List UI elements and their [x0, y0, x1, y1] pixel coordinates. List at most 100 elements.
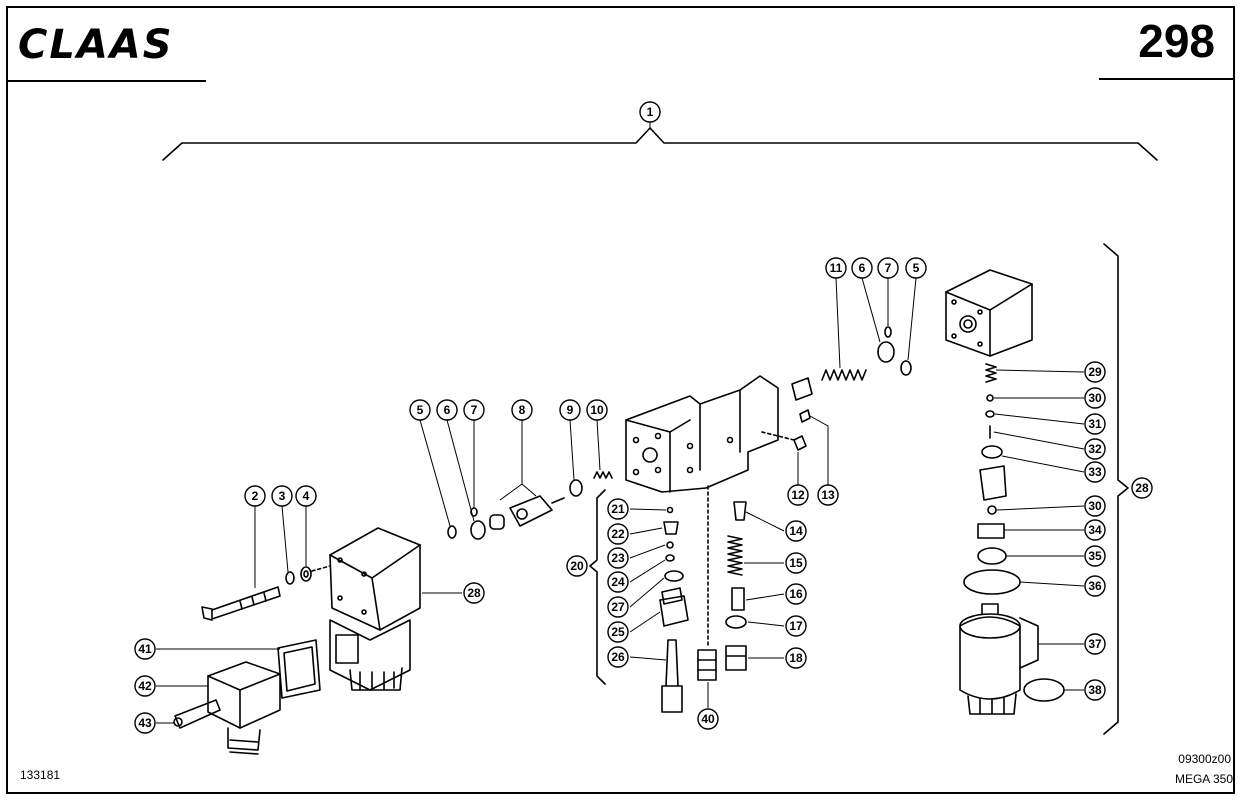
end-cover-block — [945, 269, 1033, 357]
callout-23: 23 — [607, 547, 629, 569]
callout-33: 33 — [1084, 461, 1106, 483]
svg-text:4: 4 — [303, 489, 310, 503]
callout-31: 31 — [1084, 413, 1106, 435]
callout-34: 34 — [1084, 519, 1106, 541]
spring-10 — [593, 471, 613, 479]
svg-text:30: 30 — [1088, 391, 1102, 405]
callout-9: 9 — [559, 399, 581, 421]
spool-part-8 — [489, 495, 565, 530]
spring-29 — [985, 363, 997, 383]
svg-text:26: 26 — [611, 650, 625, 664]
svg-text:12: 12 — [791, 488, 805, 502]
svg-text:18: 18 — [789, 651, 803, 665]
callout-36: 36 — [1084, 575, 1106, 597]
svg-text:31: 31 — [1088, 417, 1102, 431]
gasket-41 — [277, 639, 321, 699]
callout-29: 29 — [1084, 361, 1106, 383]
callout-20: 20 — [566, 555, 588, 577]
svg-text:40: 40 — [701, 712, 715, 726]
solenoid-coil-right — [959, 603, 1039, 715]
connector-plug — [207, 661, 281, 755]
svg-text:9: 9 — [567, 403, 574, 417]
svg-text:8: 8 — [519, 403, 526, 417]
svg-text:41: 41 — [138, 642, 152, 656]
pin-26 — [661, 639, 683, 713]
callout-40: 40 — [697, 708, 719, 730]
svg-text:2: 2 — [252, 489, 259, 503]
callout-8: 8 — [511, 399, 533, 421]
svg-text:14: 14 — [789, 524, 803, 538]
page-number-underline — [1099, 78, 1233, 80]
svg-text:3: 3 — [279, 489, 286, 503]
drawing-frame — [6, 6, 1235, 794]
callout-6: 6 — [436, 399, 458, 421]
svg-text:25: 25 — [611, 625, 625, 639]
callout-7: 7 — [463, 399, 485, 421]
callout-4: 4 — [295, 485, 317, 507]
callout-18: 18 — [785, 647, 807, 669]
callout-35: 35 — [1084, 545, 1106, 567]
callout-5: 5 — [409, 399, 431, 421]
callout-1: 1 — [639, 101, 661, 123]
svg-text:10: 10 — [590, 403, 604, 417]
solenoid-coil-left — [329, 527, 421, 691]
svg-text:15: 15 — [789, 556, 803, 570]
group-bracket-20 — [589, 489, 606, 685]
callout-12: 12 — [787, 484, 809, 506]
callout-27: 27 — [607, 596, 629, 618]
callout-25: 25 — [607, 621, 629, 643]
callout-30: 30 — [1084, 495, 1106, 517]
svg-text:21: 21 — [611, 502, 625, 516]
svg-text:43: 43 — [138, 716, 152, 730]
callout-3: 3 — [271, 485, 293, 507]
valve-body — [625, 375, 779, 493]
svg-text:28: 28 — [467, 586, 481, 600]
callout-26: 26 — [607, 646, 629, 668]
callout-24: 24 — [607, 571, 629, 593]
svg-text:30: 30 — [1088, 499, 1102, 513]
page-number: 298 — [1138, 15, 1215, 67]
svg-text:24: 24 — [611, 575, 625, 589]
machine-model: MEGA 350 — [1174, 772, 1233, 786]
svg-text:33: 33 — [1088, 465, 1102, 479]
callout-28: 28 — [463, 582, 485, 604]
svg-text:16: 16 — [789, 587, 803, 601]
callout-21: 21 — [607, 498, 629, 520]
svg-text:28: 28 — [1135, 481, 1149, 495]
callout-22: 22 — [607, 523, 629, 545]
spring-11 — [821, 369, 867, 381]
callout-28: 28 — [1131, 477, 1153, 499]
svg-text:20: 20 — [570, 559, 584, 573]
logo-underline — [8, 80, 206, 82]
callout-14: 14 — [785, 520, 807, 542]
svg-text:7: 7 — [885, 261, 892, 275]
callout-42: 42 — [134, 675, 156, 697]
callout-2: 2 — [244, 485, 266, 507]
callout-13: 13 — [817, 484, 839, 506]
svg-text:34: 34 — [1088, 523, 1102, 537]
callout-32: 32 — [1084, 438, 1106, 460]
svg-text:6: 6 — [444, 403, 451, 417]
cartridge-25 — [659, 587, 689, 627]
svg-text:17: 17 — [789, 619, 803, 633]
claas-logo: CLAAS — [18, 22, 174, 68]
svg-text:42: 42 — [138, 679, 152, 693]
svg-text:35: 35 — [1088, 549, 1102, 563]
svg-text:5: 5 — [913, 261, 920, 275]
svg-text:7: 7 — [471, 403, 478, 417]
callout-38: 38 — [1084, 679, 1106, 701]
callout-11: 11 — [825, 257, 847, 279]
svg-text:37: 37 — [1088, 637, 1102, 651]
callout-17: 17 — [785, 615, 807, 637]
callout-43: 43 — [134, 712, 156, 734]
callout-15: 15 — [785, 552, 807, 574]
svg-text:5: 5 — [417, 403, 424, 417]
callout-5: 5 — [905, 257, 927, 279]
svg-text:29: 29 — [1088, 365, 1102, 379]
group-bracket-28 — [1103, 243, 1129, 735]
svg-text:27: 27 — [611, 600, 625, 614]
callout-30: 30 — [1084, 387, 1106, 409]
svg-text:13: 13 — [821, 488, 835, 502]
document-number: 133181 — [20, 768, 61, 782]
